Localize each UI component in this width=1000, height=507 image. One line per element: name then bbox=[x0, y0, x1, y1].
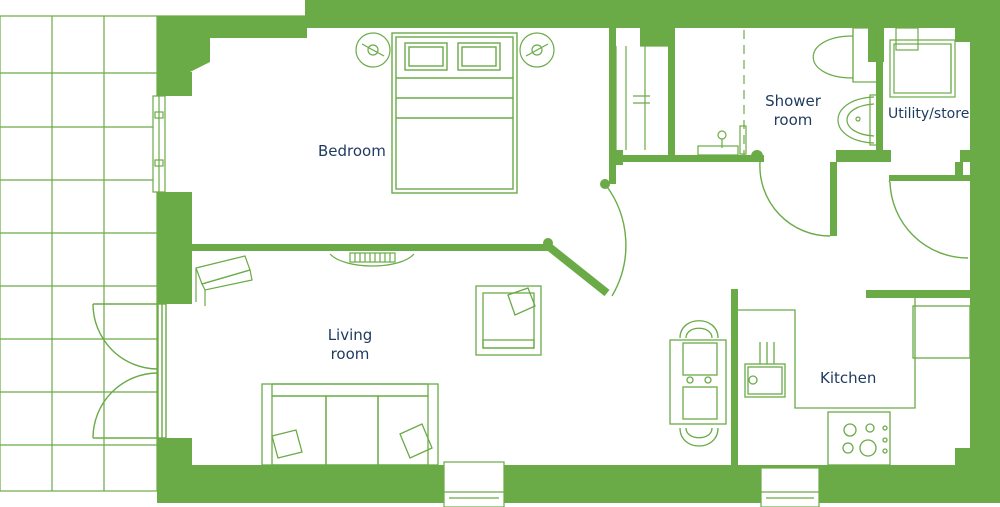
living-room-label-line2: room bbox=[330, 345, 370, 363]
bottom-windows bbox=[443, 461, 820, 507]
shower-room-label-line2: room bbox=[773, 111, 813, 129]
utility-store-label: Utility/store bbox=[888, 106, 970, 122]
living-room-label-line1: Living bbox=[327, 326, 373, 344]
toilet-icon bbox=[812, 27, 878, 83]
doors bbox=[92, 160, 969, 439]
basin-icon bbox=[837, 94, 878, 146]
shower-room-label-line1: Shower bbox=[765, 92, 821, 110]
bedside-lamp-icon bbox=[355, 32, 555, 68]
double-bed bbox=[391, 32, 518, 194]
tv-unit bbox=[329, 252, 415, 267]
living-room-label: Living room bbox=[328, 326, 373, 364]
hob-icon bbox=[842, 423, 888, 457]
exterior-walls bbox=[157, 0, 1000, 503]
shower-room-label: Shower room bbox=[765, 92, 821, 130]
shower-fixtures bbox=[697, 30, 747, 156]
bedroom-window bbox=[152, 95, 166, 193]
utility-units bbox=[889, 27, 956, 98]
bedroom-label: Bedroom bbox=[318, 142, 386, 160]
sofa bbox=[261, 383, 439, 466]
armchair bbox=[475, 285, 542, 356]
wardrobe bbox=[615, 45, 668, 150]
sink-icon bbox=[744, 342, 786, 398]
terrace-tiles bbox=[0, 15, 305, 492]
kitchen-label: Kitchen bbox=[820, 369, 877, 387]
angled-partition bbox=[545, 242, 610, 297]
dining-table bbox=[669, 320, 727, 447]
kitchen-counters bbox=[738, 298, 971, 466]
internal-walls bbox=[192, 28, 980, 465]
desk-chair bbox=[195, 255, 253, 306]
